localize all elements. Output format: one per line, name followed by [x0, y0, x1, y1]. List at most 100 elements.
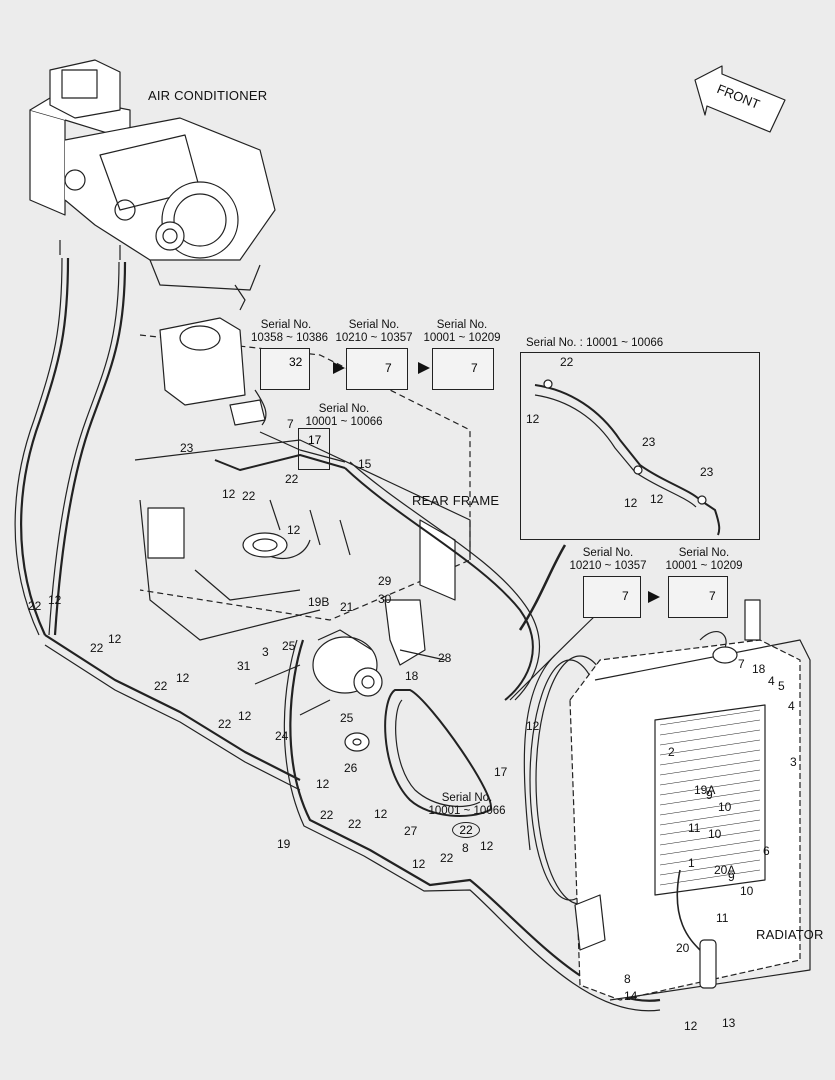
detail-label-1: 12 [526, 412, 540, 426]
callout-35: 22 [218, 717, 232, 731]
callout-41: 5 [778, 679, 785, 693]
callout-14: 25 [282, 639, 296, 653]
serial-e-part: 7 [622, 589, 629, 603]
serial-b-line2: 10210 ~ 10357 [335, 332, 413, 345]
callout-44: 2 [668, 745, 675, 759]
callout-27: 12 [480, 839, 494, 853]
callout-43: 3 [790, 755, 797, 769]
serial-e-line2: 10210 ~ 10357 [569, 560, 647, 573]
callout-57: 8 [624, 972, 631, 986]
callout-56: 20 [676, 941, 690, 955]
callout-37: 17 [494, 765, 508, 779]
serial-heading-e: Serial No. 10210 ~ 10357 [566, 547, 650, 573]
serial-g-part2: 8 [462, 841, 469, 855]
serial-box-d: 17 [298, 428, 330, 470]
callout-12: 3 [262, 645, 269, 659]
callout-19: 27 [404, 824, 418, 838]
callout-38: 7 [738, 657, 745, 671]
serial-heading-g: Serial No. 10001 ~ 10066 [424, 792, 510, 818]
callout-54: 10 [740, 884, 754, 898]
serial-g-line1: Serial No. [441, 792, 493, 804]
serial-g-line2: 10001 ~ 10066 [428, 805, 506, 818]
serial-heading-d: Serial No. 10001 ~ 10066 [304, 403, 384, 429]
callout-8: 30 [378, 592, 392, 606]
callout-33: 22 [154, 679, 168, 693]
callout-18: 26 [344, 761, 358, 775]
detail-label-0: 22 [560, 355, 574, 369]
callout-45: 19A [694, 783, 716, 797]
serial-box-f: 7 [668, 576, 728, 618]
callout-32: 12 [176, 671, 190, 685]
callout-48: 11 [688, 821, 701, 835]
serial-b-part: 7 [385, 361, 392, 375]
detail-box [520, 352, 760, 540]
callout-36: 12 [526, 719, 540, 733]
callout-29: 22 [28, 599, 42, 613]
callout-10: 19B [308, 595, 330, 609]
serial-a-part: 32 [289, 355, 303, 369]
callout-16: 24 [275, 729, 289, 743]
callout-5: 12 [287, 523, 301, 537]
detail-label-2: 23 [642, 435, 656, 449]
callout-59: 13 [722, 1016, 736, 1030]
detail-label-5: 12 [650, 492, 664, 506]
serial-b-line1: Serial No. [348, 319, 400, 331]
callout-21: 12 [316, 777, 330, 791]
callout-11: 21 [340, 600, 354, 614]
serial-heading-a: Serial No. 10358 ~ 10386 [251, 319, 328, 345]
radiator-label: RADIATOR [756, 927, 824, 942]
air-conditioner-label: AIR CONDITIONER [148, 88, 268, 103]
callout-28: 12 [48, 593, 62, 607]
callout-47: 10 [718, 800, 732, 814]
serial-c-line2: 10001 ~ 10209 [423, 332, 501, 345]
detail-label-4: 12 [624, 496, 638, 510]
serial-f-part: 7 [709, 589, 716, 603]
serial-d-line1: Serial No. [318, 403, 370, 415]
callout-26: 22 [440, 851, 454, 865]
callout-4: 22 [285, 472, 299, 486]
serial-heading-f: Serial No. 10001 ~ 10209 [662, 547, 746, 573]
serial-e-line1: Serial No. [582, 547, 634, 559]
callout-31: 22 [90, 641, 104, 655]
callout-20: 19 [277, 837, 291, 851]
callout-30: 12 [108, 632, 122, 646]
serial-f-line2: 10001 ~ 10209 [665, 560, 743, 573]
serial-g-part-oval: 22 [452, 822, 480, 838]
callout-49: 10 [708, 827, 722, 841]
serial-box-b: 7 [346, 348, 408, 390]
callout-25: 12 [412, 857, 426, 871]
callout-24: 12 [374, 807, 388, 821]
callout-1: 23 [180, 441, 194, 455]
callout-34: 12 [238, 709, 252, 723]
callout-9: 28 [438, 651, 452, 665]
serial-a-line2: 10358 ~ 10386 [251, 332, 329, 345]
detail-label-3: 23 [700, 465, 714, 479]
callout-51: 1 [688, 856, 695, 870]
serial-a-line1: Serial No. [260, 319, 312, 331]
callout-42: 4 [788, 699, 795, 713]
serial-f-line1: Serial No. [678, 547, 730, 559]
serial-c-part: 7 [471, 361, 478, 375]
serial-d-line2: 10001 ~ 10066 [305, 416, 383, 429]
serial-c-line1: Serial No. [436, 319, 488, 331]
serial-box-e: 7 [583, 576, 641, 618]
callout-39: 18 [752, 662, 766, 676]
callout-13: 18 [405, 669, 419, 683]
callout-17: 25 [340, 711, 354, 725]
callout-40: 4 [768, 674, 775, 688]
callout-50: 6 [763, 844, 770, 858]
callout-23: 22 [348, 817, 362, 831]
callout-7: 29 [378, 574, 392, 588]
callout-46: 9 [706, 788, 713, 802]
callout-3: 22 [242, 489, 256, 503]
serial-d-part: 17 [308, 433, 322, 447]
callout-6: 15 [358, 457, 372, 471]
serial-heading-b: Serial No. 10210 ~ 10357 [334, 319, 414, 345]
callout-0: 7 [287, 417, 294, 431]
rear-frame-label: REAR FRAME [412, 493, 500, 508]
callout-52: 20A [714, 863, 736, 877]
serial-heading-c: Serial No. 10001 ~ 10209 [420, 319, 504, 345]
callout-2: 12 [222, 487, 236, 501]
